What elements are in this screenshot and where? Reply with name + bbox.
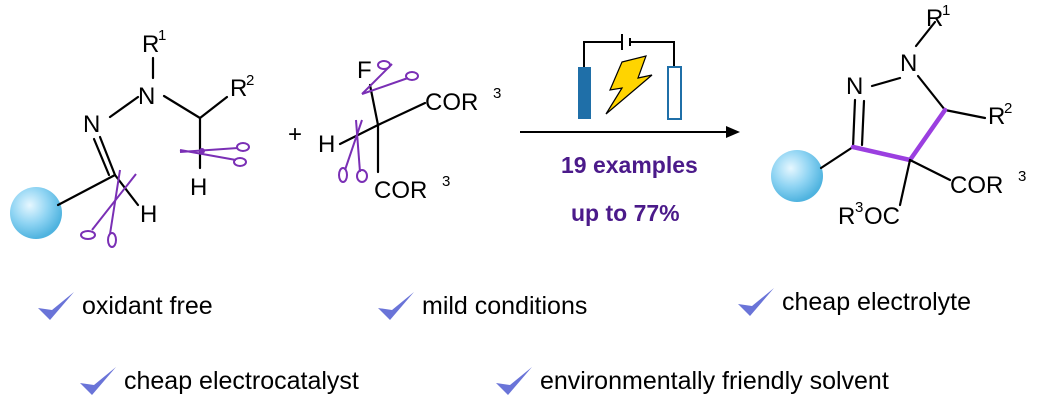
h-label-imine: H (140, 201, 157, 228)
checkmark-icon (80, 367, 116, 395)
cathode-electrode (667, 66, 682, 120)
reaction-scheme: N N R 1 R 2 H H + F H (10, 2, 1026, 248)
product-r1-superscript: 1 (942, 2, 950, 19)
examples-count-text: 19 examples (561, 152, 698, 178)
product-n2-label: N (846, 73, 863, 100)
checkmark-icon (738, 288, 774, 316)
anode-electrode (578, 67, 591, 119)
product-n1-label: N (900, 50, 917, 77)
feature-item: oxidant free (36, 288, 213, 324)
lightning-bolt-icon (605, 55, 653, 115)
scissors-icon (338, 119, 368, 183)
aryl-substituent-ball (10, 187, 62, 239)
feature-label: cheap electrocatalyst (124, 366, 359, 395)
feature-label: oxidant free (82, 291, 213, 320)
fluorine-label: F (357, 57, 372, 84)
feature-label: cheap electrolyte (782, 287, 972, 316)
feature-item: cheap electrocatalyst (78, 363, 359, 399)
reaction-arrow (520, 126, 740, 138)
r2-superscript: 2 (246, 72, 254, 89)
new-cn-bond (850, 144, 913, 163)
product-cor3-label: COR (950, 172, 1003, 199)
h-label: H (318, 131, 335, 158)
checkmark-icon (378, 292, 414, 320)
aryl-substituent-ball (771, 150, 823, 202)
r1-label: R (142, 31, 159, 58)
product-cor3-superscript: 3 (1018, 168, 1026, 185)
cor3-bottom-label: COR (374, 177, 427, 204)
cor3-bottom-superscript: 3 (442, 173, 450, 190)
feature-item: mild conditions (376, 288, 587, 324)
cor3-top-label: COR (425, 89, 478, 116)
feature-item: cheap electrolyte (736, 284, 971, 320)
product-r3oc-tail-label: OC (864, 203, 900, 230)
checkmark-icon (496, 367, 532, 395)
feature-label: environmentally friendly solvent (540, 366, 889, 395)
hydrazone-reactant: N N R 1 R 2 H H (10, 27, 254, 248)
r1-superscript: 1 (158, 27, 166, 44)
new-cc-bond (907, 107, 948, 163)
feature-label: mild conditions (422, 291, 588, 320)
cor3-top-superscript: 3 (493, 85, 501, 102)
product-r3oc-superscript: 3 (855, 199, 863, 216)
r2-label: R (230, 75, 247, 102)
scissors-icon (179, 142, 250, 167)
electrolysis-cell-icon (578, 34, 682, 120)
fluoro-dicarbonyl-reactant: F H COR 3 COR 3 (318, 57, 501, 204)
pyrazoline-product: N N R 1 R 2 COR 3 R 3 OC (771, 2, 1026, 230)
scissors-icon (361, 60, 419, 95)
imine-n-label: N (83, 111, 100, 138)
amine-n-label: N (138, 83, 155, 110)
scissors-icon (80, 169, 137, 248)
product-r2-superscript: 2 (1004, 100, 1012, 117)
plus-sign: + (288, 121, 302, 148)
yield-text: up to 77% (571, 200, 680, 226)
product-r3oc-r-label: R (838, 203, 855, 230)
checkmark-icon (38, 292, 74, 320)
product-r2-label: R (988, 103, 1005, 130)
h-label-alkyl: H (190, 174, 207, 201)
feature-item: environmentally friendly solvent (494, 363, 889, 399)
product-r1-label: R (926, 5, 943, 32)
